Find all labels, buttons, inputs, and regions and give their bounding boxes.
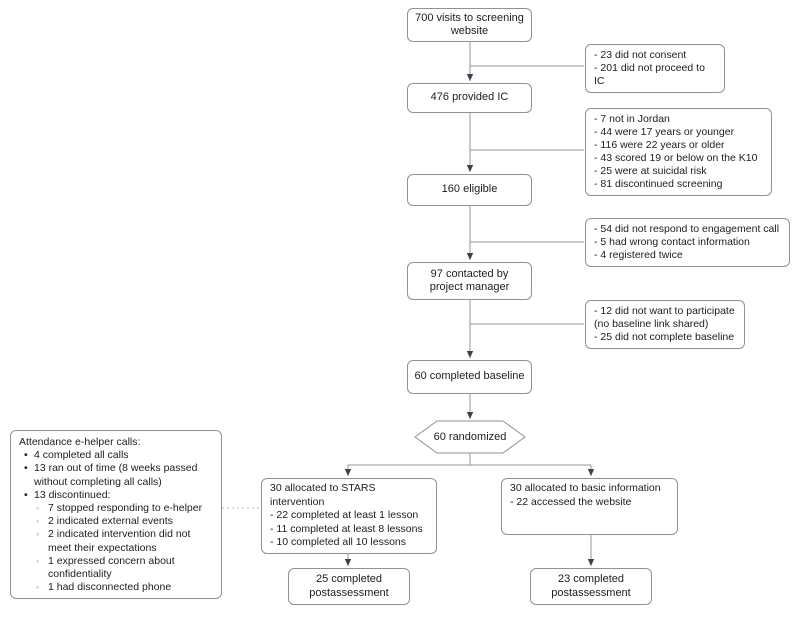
exclusion-box-consent: - 23 did not consent - 201 did not proce… — [585, 44, 725, 93]
node-eligible: 160 eligible — [407, 174, 532, 206]
attendance-note-box: Attendance e-helper calls: 4 completed a… — [10, 430, 222, 600]
exclusion-line: - 4 registered twice — [594, 249, 683, 261]
node-provided-ic: 476 provided IC — [407, 83, 532, 113]
exclusion-box-baseline: - 12 did not want to participate (no bas… — [585, 300, 745, 349]
arm-box-control: 30 allocated to basic information - 22 a… — [501, 478, 678, 535]
node-label: 476 provided IC — [430, 91, 509, 104]
exclusion-line: - 12 did not want to participate (no bas… — [594, 305, 735, 330]
arm-detail: - 22 accessed the website — [510, 495, 632, 508]
exclusion-line: - 43 scored 19 or below on the K10 — [594, 152, 758, 164]
node-label: 700 visits to screening website — [415, 11, 524, 38]
exclusion-line: - 54 did not respond to engagement call — [594, 223, 780, 235]
node-label: 160 eligible — [441, 183, 498, 196]
exclusion-line: - 7 not in Jordan — [594, 113, 670, 125]
attendance-title: Attendance e-helper calls: — [19, 436, 141, 448]
arm-title: 30 allocated to basic information — [510, 482, 661, 494]
attendance-bullet: 13 ran out of time (8 weeks passed witho… — [19, 462, 213, 488]
node-completed-baseline: 60 completed baseline — [407, 360, 532, 394]
arm-detail: - 11 completed at least 8 lessons — [270, 522, 423, 535]
node-label: 60 completed baseline — [414, 370, 525, 383]
attendance-bullet: 4 completed all calls — [19, 449, 213, 462]
arm-detail: - 22 completed at least 1 lesson — [270, 509, 419, 521]
exclusion-line: - 23 did not consent — [594, 49, 687, 61]
attendance-sub-bullet: 2 indicated intervention did not meet th… — [19, 528, 213, 554]
arm-title: 30 allocated to STARS intervention — [270, 482, 376, 508]
outcome-label: 23 completed postassessment — [551, 573, 631, 599]
arm-detail: - 10 completed all 10 lessons — [270, 536, 406, 548]
exclusion-line: - 25 were at suicidal risk — [594, 165, 707, 177]
outcome-box-control: 23 completed postassessment — [530, 568, 652, 605]
attendance-sub-bullet: 1 expressed concern about confidentialit… — [19, 555, 213, 581]
exclusion-box-screening: - 7 not in Jordan - 44 were 17 years or … — [585, 108, 772, 196]
node-screening-visits: 700 visits to screening website — [407, 8, 532, 42]
arm-box-intervention: 30 allocated to STARS intervention - 22 … — [261, 478, 437, 554]
node-label: 60 randomized — [433, 431, 507, 443]
exclusion-box-engagement: - 54 did not respond to engagement call … — [585, 218, 790, 267]
attendance-sub-bullet: 2 indicated external events — [19, 515, 213, 528]
attendance-bullet: 13 discontinued: — [19, 489, 213, 502]
node-label: 97 contacted by project manager — [429, 267, 510, 294]
randomization-split-line — [348, 453, 591, 466]
outcome-label: 25 completed postassessment — [309, 573, 389, 599]
exclusion-line: - 116 were 22 years or older — [594, 139, 725, 151]
node-contacted: 97 contacted by project manager — [407, 262, 532, 300]
attendance-sub-bullet: 7 stopped responding to e-helper — [19, 502, 213, 515]
exclusion-line: - 5 had wrong contact information — [594, 236, 750, 248]
exclusion-line: - 201 did not proceed to IC — [594, 62, 705, 87]
outcome-box-intervention: 25 completed postassessment — [288, 568, 410, 605]
attendance-sub-bullet: 1 had disconnected phone — [19, 581, 213, 594]
exclusion-line: - 25 did not complete baseline — [594, 331, 735, 343]
exclusion-line: - 44 were 17 years or younger — [594, 126, 735, 138]
node-randomized: 60 randomized — [415, 421, 525, 453]
exclusion-line: - 81 discontinued screening — [594, 178, 723, 190]
